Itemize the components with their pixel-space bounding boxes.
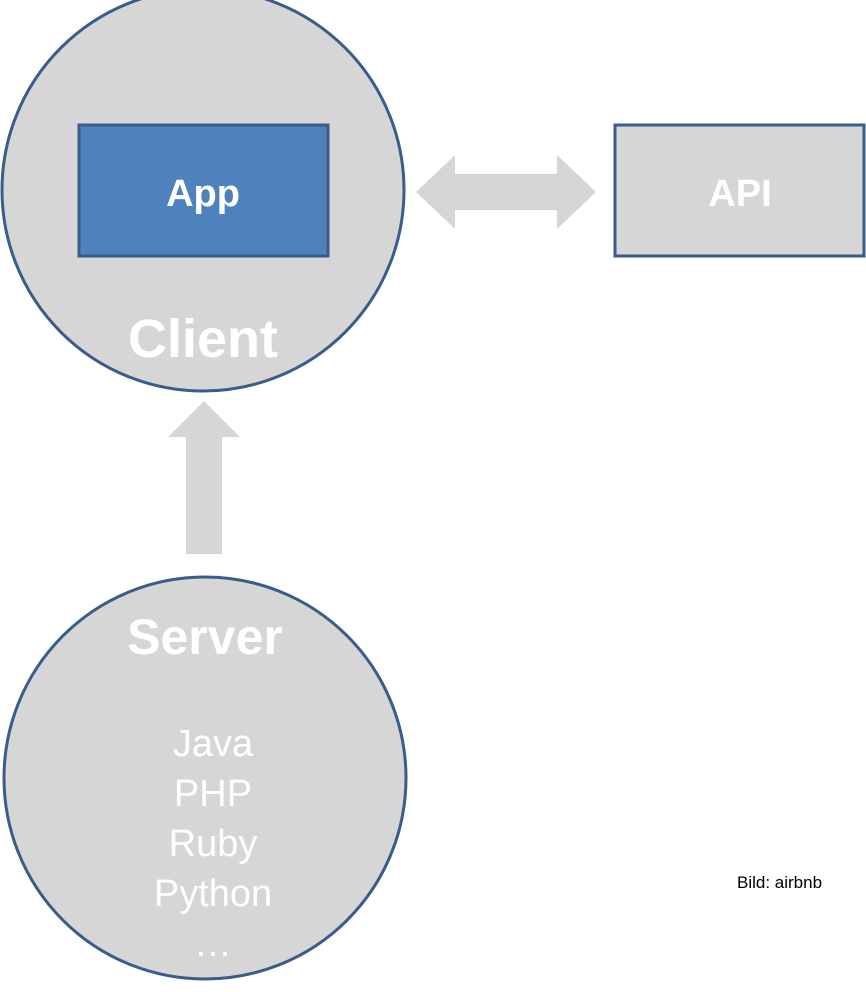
api-box xyxy=(613,123,866,258)
api-label: API xyxy=(708,173,771,215)
up-arrow xyxy=(168,401,240,554)
server-language-item: PHP xyxy=(174,773,252,815)
image-credit: Bild: airbnb xyxy=(737,873,823,892)
server-circle xyxy=(2,575,408,981)
api-node: API xyxy=(613,123,866,258)
app-node: App xyxy=(77,123,330,258)
bidirectional-arrow xyxy=(416,155,596,229)
server-language-item: Python xyxy=(154,873,272,915)
server-language-item: Ruby xyxy=(169,823,258,865)
server-node: Server Java PHP Ruby Python … xyxy=(2,575,408,981)
app-box xyxy=(77,123,330,258)
client-node: App Client xyxy=(0,0,406,393)
app-label: App xyxy=(166,173,240,215)
server-language-item: Java xyxy=(173,723,254,765)
client-label: Client xyxy=(128,309,278,369)
server-language-item: … xyxy=(194,923,232,965)
server-label: Server xyxy=(127,609,283,665)
